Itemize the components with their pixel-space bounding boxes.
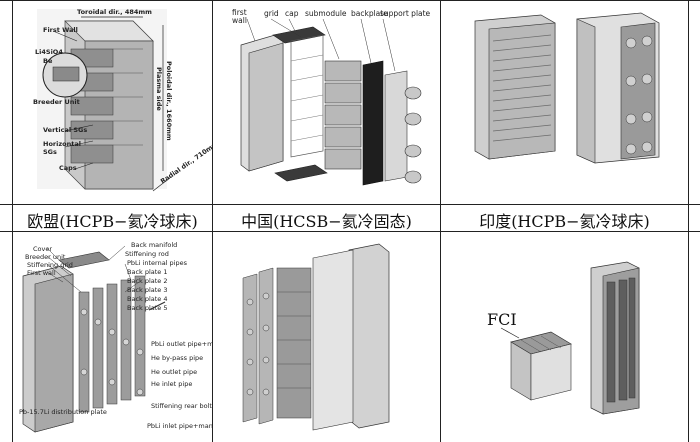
- caption-eu: 欧盟(HCPB−氦冷球床): [27, 212, 198, 231]
- breeder-unit-label-us: Breeder unit: [25, 253, 66, 261]
- backplate-label: backplate: [351, 9, 388, 18]
- horizontal-sgs-label: Horizontal SGs: [43, 140, 81, 156]
- first-wall-label-us: First wall: [27, 269, 56, 277]
- table-divider-1: [212, 0, 213, 442]
- he-bypass-label: He by-pass pipe: [151, 354, 204, 362]
- distribution-plate-label: Pb-15.7Li distribution plate: [19, 408, 107, 416]
- fci-module-drawing: [500, 261, 640, 415]
- back-plate-4-label: Back plate 4: [127, 295, 168, 303]
- first-wall-label: First Wall: [43, 26, 78, 34]
- cover-label: Cover: [33, 245, 53, 253]
- poloidal-dir-label: Poloidal dir., 1660mm: [165, 61, 173, 141]
- plasma-side-label: Plasma side: [155, 67, 163, 111]
- eu-hcpb-figure: Toroidal dir., 484mm First Wall Li4SiO4 …: [13, 1, 212, 204]
- pbli-outlet-label: PbLi outlet pipe+manifold: [151, 340, 212, 348]
- table-border-left: [12, 0, 13, 442]
- india-hcpb-drawing: [474, 12, 660, 164]
- grid-label: grid: [264, 9, 279, 18]
- support-plate-label: support plate: [380, 9, 431, 18]
- be-label: Be: [43, 57, 53, 65]
- toroidal-dir-label: Toroidal dir., 484mm: [77, 8, 152, 16]
- fci-label: FCI: [487, 310, 517, 329]
- fci-module-figure: FCI: [441, 232, 688, 442]
- back-plate-3-label: Back plate 3: [127, 286, 168, 294]
- caps-label: Caps: [59, 164, 77, 172]
- li4sio4-label: Li4SiO4: [35, 48, 63, 56]
- table-border-top: [0, 0, 700, 1]
- submodule-label: submodule: [305, 9, 347, 18]
- pbli-internal-pipes-label: PbLi internal pipes: [127, 259, 187, 267]
- caption-india: 印度(HCPB−氦冷球床): [479, 212, 650, 231]
- stiffening-rod-label: Stiffening rod: [125, 250, 169, 258]
- pbli-inlet-label: PbLi inlet pipe+manifold: [147, 422, 212, 430]
- table-row-divider-1: [0, 204, 700, 205]
- back-plate-1-label: Back plate 1: [127, 268, 168, 276]
- exploded-module-figure: [213, 232, 440, 442]
- table-border-right: [688, 0, 689, 442]
- table-divider-2: [440, 0, 441, 442]
- cap-label: cap: [285, 9, 299, 18]
- stiffening-rear-bolt-label: Stiffening rear bolt: [151, 402, 212, 410]
- vertical-sgs-label: Vertical SGs: [43, 126, 88, 134]
- stiffening-grid-label: Stiffening grid: [27, 261, 73, 269]
- table-row-divider-2: [0, 231, 700, 232]
- he-inlet-label: He inlet pipe: [151, 380, 193, 388]
- dcll-exploded-figure: Cover Breeder unit Stiffening grid First…: [13, 232, 212, 442]
- breeder-unit-label: Breeder Unit: [33, 98, 80, 106]
- he-outlet-label: He outlet pipe: [151, 368, 198, 376]
- dcll-exploded-drawing: [22, 245, 166, 433]
- first-wall-label-cn: first wall: [232, 8, 247, 25]
- back-plate-2-label: Back plate 2: [127, 277, 168, 285]
- caption-china: 中国(HCSB−氦冷固态): [241, 212, 412, 231]
- back-plate-5-label: Back plate 5: [127, 304, 168, 312]
- eu-hcpb-drawing: [37, 9, 172, 192]
- exploded-module-drawing: [242, 243, 390, 431]
- back-manifold-label: Back manifold: [131, 241, 178, 249]
- india-hcpb-figure: [441, 1, 688, 204]
- china-hcsb-figure: first wall grid cap submodule backplate …: [213, 1, 440, 204]
- china-hcsb-drawing: [240, 18, 422, 186]
